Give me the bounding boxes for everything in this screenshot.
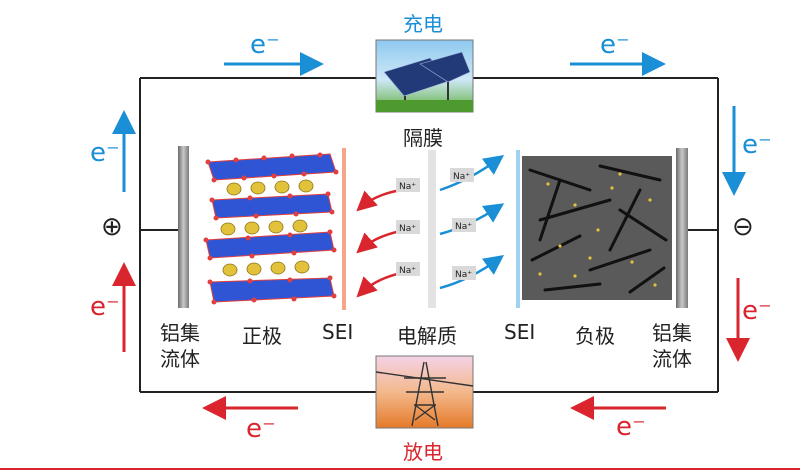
right-collector-line2: 流体 <box>652 347 692 371</box>
right-collector-line1: 铝集 <box>652 321 692 345</box>
sei-left-layer <box>342 148 346 310</box>
right-red-electron-label: e⁻ <box>742 296 772 326</box>
svg-text:Na⁺: Na⁺ <box>399 182 416 192</box>
anode-structure <box>522 156 672 300</box>
left-collector-label: 铝集 流体 <box>160 320 200 372</box>
negative-terminal-icon: ⊖ <box>732 212 754 242</box>
left-collector <box>178 146 189 308</box>
cathode-structure <box>203 152 339 305</box>
right-collector-label: 铝集 流体 <box>652 320 692 372</box>
svg-text:Na⁺: Na⁺ <box>399 224 416 234</box>
svg-text:Na⁺: Na⁺ <box>455 222 472 232</box>
power-tower-icon <box>375 355 474 429</box>
electrolyte-label: 电解质 <box>397 324 457 348</box>
positive-terminal-icon: ⊕ <box>101 212 123 242</box>
right-collector <box>676 148 688 308</box>
left-red-electron-label: e⁻ <box>90 292 120 322</box>
svg-text:Na⁺: Na⁺ <box>399 266 416 276</box>
ion-bubble: Na⁺ <box>396 262 420 276</box>
top-left-electron-label: e⁻ <box>250 30 280 60</box>
ion-bubble: Na⁺ <box>452 266 476 280</box>
discharge-label: 放电 <box>403 440 443 464</box>
solar-panel-icon <box>375 39 474 113</box>
right-blue-electron-label: e⁻ <box>742 130 772 160</box>
charge-label: 充电 <box>403 12 443 36</box>
svg-text:Na⁺: Na⁺ <box>453 172 470 182</box>
left-collector-line1: 铝集 <box>160 321 200 345</box>
bottom-left-electron-label: e⁻ <box>246 414 276 444</box>
ion-bubble: Na⁺ <box>452 218 476 232</box>
bottom-divider <box>0 468 800 470</box>
ion-bubble: Na⁺ <box>396 178 420 192</box>
svg-text:Na⁺: Na⁺ <box>455 270 472 280</box>
separator-layer <box>428 150 436 308</box>
ion-bubble: Na⁺ <box>396 220 420 234</box>
top-right-electron-label: e⁻ <box>600 30 630 60</box>
left-collector-line2: 流体 <box>160 347 200 371</box>
ion-bubble: Na⁺ <box>450 168 474 182</box>
circuit-wire <box>139 77 719 393</box>
discharge-ion-arrows <box>356 186 421 298</box>
left-blue-electron-label: e⁻ <box>90 138 120 168</box>
sei-right-label: SEI <box>504 320 536 344</box>
sei-right-layer <box>516 150 520 308</box>
separator-label: 隔膜 <box>403 126 443 150</box>
sei-left-label: SEI <box>322 320 354 344</box>
anode-label: 负极 <box>575 324 615 348</box>
bottom-right-electron-label: e⁻ <box>616 412 646 442</box>
cathode-label: 正极 <box>242 324 282 348</box>
